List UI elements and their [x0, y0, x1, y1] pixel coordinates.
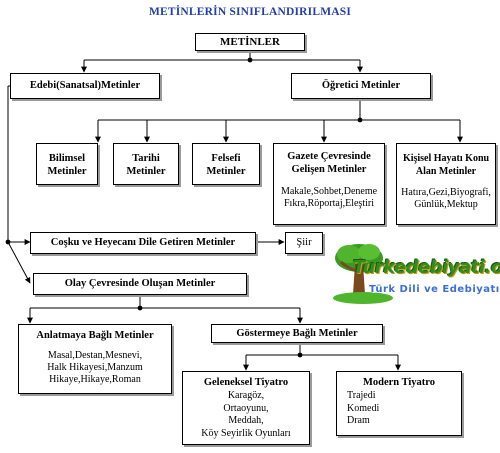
- node-kisisel-item2: Günlük,Mektup: [414, 199, 478, 210]
- node-anlatmaya-item1: Masal,Destan,Mesnevi,: [47, 350, 143, 361]
- node-modern-item3: Dram: [347, 415, 370, 426]
- node-anlatmaya: Anlatmaya Bağlı Metinler Masal,Destan,Me…: [18, 324, 172, 394]
- node-gazete-item1: Makale,Sohbet,Deneme: [280, 186, 378, 197]
- page-title: METİNLERİN SINIFLANDIRILMASI: [148, 6, 352, 18]
- node-gostermeye-label: Göstermeye Bağlı Metinler: [236, 328, 358, 339]
- node-olay-label: Olay Çevresinde Oluşan Metinler: [64, 278, 216, 289]
- node-siir-label: Şiir: [296, 237, 312, 248]
- node-gazete-item2: Fıkra,Röportaj,Eleştiri: [284, 198, 374, 209]
- node-cosku-label: Coşku ve Heyecanı Dile Getiren Metinler: [50, 237, 236, 248]
- node-modern-item1: Trajedi: [347, 390, 376, 401]
- node-kisisel: Kişisel Hayatı Konu Alan Metinler Hatıra…: [396, 143, 496, 225]
- node-kisisel-item1: Hatıra,Gezi,Biyografi,: [401, 187, 491, 198]
- node-tarihi: Tarihi Metinler: [113, 143, 179, 185]
- node-bilimsel-line1: Bilimsel: [48, 153, 86, 164]
- node-geleneksel-item4: Köy Seyirlik Oyunları: [201, 427, 291, 439]
- node-metinler: METİNLER: [195, 33, 305, 51]
- node-geleneksel: Geleneksel Tiyatro Karagöz, Ortaoyunu, M…: [182, 371, 310, 445]
- node-gazete: Gazete Çevresinde Gelişen Metinler Makal…: [273, 143, 385, 225]
- node-kisisel-title2: Alan Metinler: [415, 166, 477, 177]
- node-ogretici-label: Öğretici Metinler: [321, 80, 401, 91]
- site-logo: Turkedebiyati.org Türk Dili ve Edebiyatı: [333, 242, 500, 306]
- node-kisisel-title1: Kişisel Hayatı Konu: [402, 153, 490, 164]
- logo-tagline: Türk Dili ve Edebiyatı: [369, 284, 500, 295]
- node-ogretici: Öğretici Metinler: [291, 73, 431, 99]
- node-bilimsel: Bilimsel Metinler: [36, 143, 98, 185]
- tree-icon: [333, 244, 393, 304]
- node-edebi: Edebi(Sanatsal)Metinler: [10, 73, 160, 99]
- node-anlatmaya-item3: Hikaye,Hikaye,Roman: [49, 374, 141, 385]
- node-geleneksel-item2: Ortaoyunu,: [223, 402, 269, 414]
- node-olay: Olay Çevresinde Oluşan Metinler: [33, 273, 247, 295]
- node-felsefi: Felsefi Metinler: [192, 143, 260, 185]
- node-anlatmaya-title: Anlatmaya Bağlı Metinler: [36, 330, 154, 341]
- node-modern: Modern Tiyatro Trajedi Komedi Dram: [336, 371, 462, 436]
- logo-text: Turkedebiyati.org: [353, 257, 500, 278]
- node-edebi-label: Edebi(Sanatsal)Metinler: [29, 80, 141, 91]
- node-siir: Şiir: [285, 232, 323, 254]
- node-metinler-label: METİNLER: [220, 36, 280, 48]
- node-tarihi-line1: Tarihi: [132, 153, 160, 164]
- node-bilimsel-line2: Metinler: [47, 166, 87, 177]
- node-geleneksel-title: Geleneksel Tiyatro: [203, 377, 289, 388]
- node-felsefi-line1: Felsefi: [211, 153, 241, 164]
- node-modern-title: Modern Tiyatro: [362, 377, 436, 388]
- node-geleneksel-item1: Karagöz,: [227, 390, 265, 401]
- node-gazete-title1: Gazete Çevresinde: [287, 151, 371, 162]
- node-gazete-title2: Gelişen Metinler: [291, 164, 367, 175]
- node-anlatmaya-item2: Halk Hikayesi,Manzum: [47, 362, 143, 373]
- node-gostermeye: Göstermeye Bağlı Metinler: [211, 324, 383, 343]
- node-geleneksel-item3: Meddah,: [228, 415, 264, 426]
- node-modern-item2: Komedi: [347, 402, 380, 414]
- node-cosku: Coşku ve Heyecanı Dile Getiren Metinler: [30, 232, 256, 254]
- node-tarihi-line2: Metinler: [126, 166, 166, 177]
- node-felsefi-line2: Metinler: [206, 166, 246, 177]
